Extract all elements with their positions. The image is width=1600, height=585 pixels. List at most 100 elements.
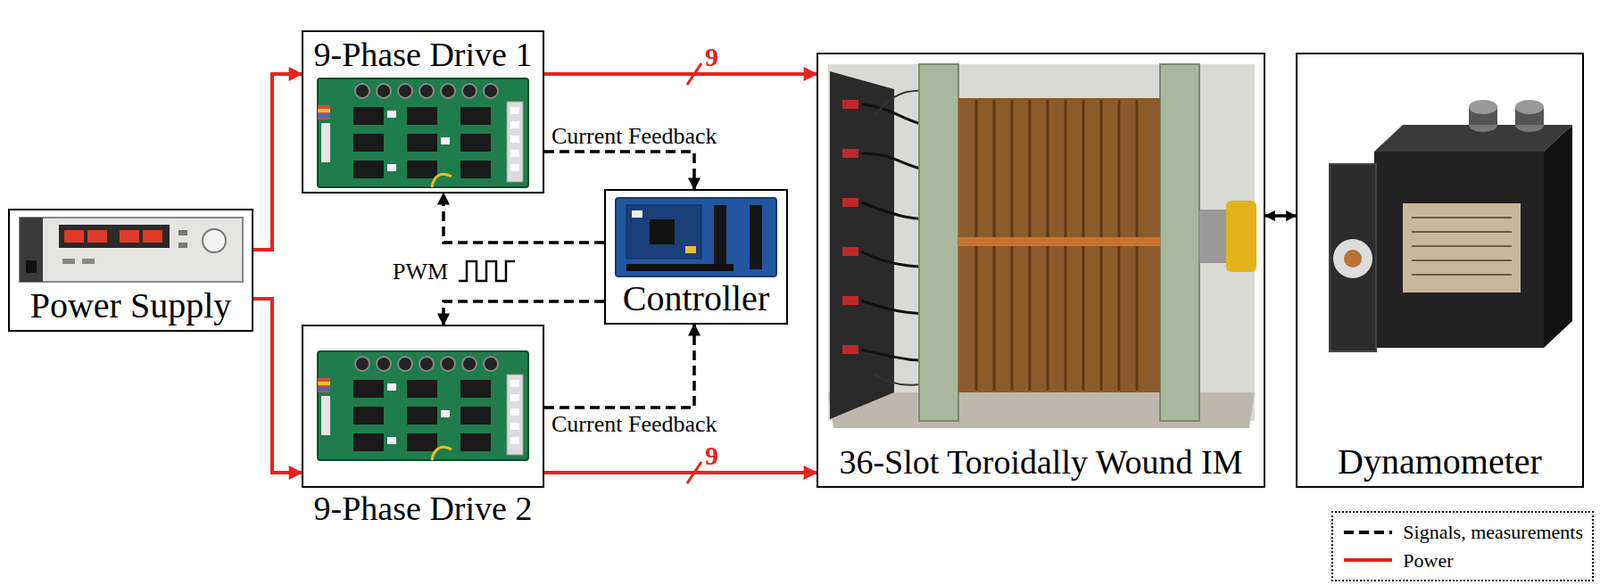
label-anchor: 9 <box>704 41 719 74</box>
dynamometer-illustration-part <box>1543 124 1573 349</box>
controller-board-part <box>626 205 702 259</box>
power-supply-illustration-part <box>19 217 43 282</box>
induction-machine-illustration-part <box>842 296 859 306</box>
induction-machine-illustration <box>828 64 1257 429</box>
power-supply-illustration-part <box>178 230 188 236</box>
node-title: 36-Slot Toroidally Wound IM <box>838 443 1243 483</box>
power-supply-illustration-part <box>62 258 75 265</box>
pwm-pulse-symbol <box>458 261 515 282</box>
induction-machine-illustration-part <box>842 149 859 158</box>
controller-board-part <box>615 198 777 277</box>
label-anchor: 9 <box>704 440 719 473</box>
power-supply-illustration-part <box>87 230 108 243</box>
power-line <box>253 298 302 473</box>
label-anchor: PWM <box>392 258 448 286</box>
induction-machine-illustration-part <box>1199 209 1227 264</box>
controller-board-part <box>685 246 697 254</box>
induction-machine-illustration-part <box>842 247 859 257</box>
power-supply-illustration-part <box>25 260 37 274</box>
signal-line <box>544 324 695 408</box>
induction-machine-illustration-part <box>842 345 859 355</box>
power-supply-illustration-part <box>64 230 84 243</box>
signal-label: Current Feedback <box>551 123 718 150</box>
induction-machine-illustration-part <box>842 99 859 109</box>
label-anchor: Current Feedback <box>551 123 718 150</box>
controller-board-part <box>749 205 763 270</box>
power-line <box>544 72 817 76</box>
power-line <box>253 74 302 250</box>
power-supply-illustration-part <box>142 230 163 243</box>
dynamometer-illustration-part-part <box>1411 231 1512 233</box>
legend-row: Signals, measurements <box>1342 518 1584 547</box>
dynamometer-illustration-part <box>1329 164 1377 352</box>
drive-2-board <box>317 351 529 461</box>
controller-board <box>615 198 777 277</box>
dynamometer-illustration-part <box>1333 239 1373 279</box>
legend-text: Power <box>1402 549 1453 573</box>
power-supply-illustration-part <box>119 230 140 243</box>
controller-board-part <box>631 210 643 218</box>
dynamometer-illustration-part <box>1402 203 1521 293</box>
dynamometer-illustration-part-part <box>1411 259 1512 262</box>
power-line <box>544 471 817 475</box>
power-supply-illustration-part <box>178 242 188 249</box>
dynamometer-illustration-part <box>1343 249 1362 268</box>
bus-slash <box>687 462 702 484</box>
controller-board-part <box>626 264 734 272</box>
dynamometer-illustration-part <box>1411 217 1512 275</box>
bus-slash <box>687 63 702 85</box>
phase-count: 9 <box>704 41 719 74</box>
signal-line <box>544 151 695 190</box>
phase-count: 9 <box>704 440 719 473</box>
dynamometer-illustration-part-part <box>1411 273 1512 276</box>
induction-machine-illustration-part <box>829 71 895 420</box>
induction-machine-illustration-part <box>919 64 959 422</box>
dynamometer-illustration-part-part <box>1411 216 1512 219</box>
drive-box: 9-Phase Drive 2 <box>301 324 545 489</box>
legend-sample <box>1342 523 1394 542</box>
drive-box: 9-Phase Drive 1 <box>301 30 545 194</box>
drive-1-board-part <box>317 78 529 188</box>
signal-line <box>443 301 605 325</box>
power-supply-illustration <box>19 217 243 282</box>
dynamometer-illustration-part-part <box>1411 245 1512 248</box>
power-supply-box: Power Supply <box>8 208 254 332</box>
legend-sample <box>1342 551 1394 570</box>
shaft-coupling-arrow <box>1265 214 1296 218</box>
drive-2-board-part <box>317 351 529 461</box>
legend-text: Signals, measurements <box>1402 521 1584 544</box>
signal-name: PWM <box>392 258 448 286</box>
legend-box: Signals, measurementsPower <box>1331 511 1594 582</box>
power-supply-illustration-part <box>58 224 170 249</box>
controller-board-part <box>649 219 675 245</box>
induction-machine-illustration-part <box>1226 200 1257 273</box>
dynamometer-illustration-part <box>1374 151 1544 349</box>
label-anchor: Current Feedback <box>551 411 718 439</box>
power-supply-illustration-part <box>82 258 95 265</box>
dynamometer-illustration <box>1329 99 1573 352</box>
dynamometer-illustration-part <box>1468 99 1498 115</box>
induction-machine-illustration-part <box>958 98 1161 393</box>
machine-box: 36-Slot Toroidally Wound IM <box>816 52 1266 489</box>
pwm-pulse-symbol-part <box>458 261 515 282</box>
signal-line-sample <box>1343 530 1393 535</box>
power-supply-illustration-part <box>19 217 243 282</box>
controller-box: Controller <box>604 189 788 325</box>
dynamometer-illustration-part <box>1515 99 1544 115</box>
legend-row: Power <box>1342 547 1584 575</box>
power-supply-illustration-part <box>202 229 226 253</box>
node-title: Dynamometer <box>1337 441 1542 483</box>
induction-machine-illustration-part <box>842 198 859 208</box>
drive-1-board <box>317 78 529 188</box>
signal-line <box>443 193 605 243</box>
power-line-sample <box>1343 558 1393 563</box>
node-title: 9-Phase Drive 1 <box>314 35 533 75</box>
node-title: Controller <box>622 278 770 320</box>
signal-label: Current Feedback <box>551 411 718 439</box>
node-title: 9-Phase Drive 2 <box>314 489 533 530</box>
induction-machine-illustration-part <box>828 64 1255 422</box>
induction-machine-illustration-part <box>1160 64 1200 422</box>
